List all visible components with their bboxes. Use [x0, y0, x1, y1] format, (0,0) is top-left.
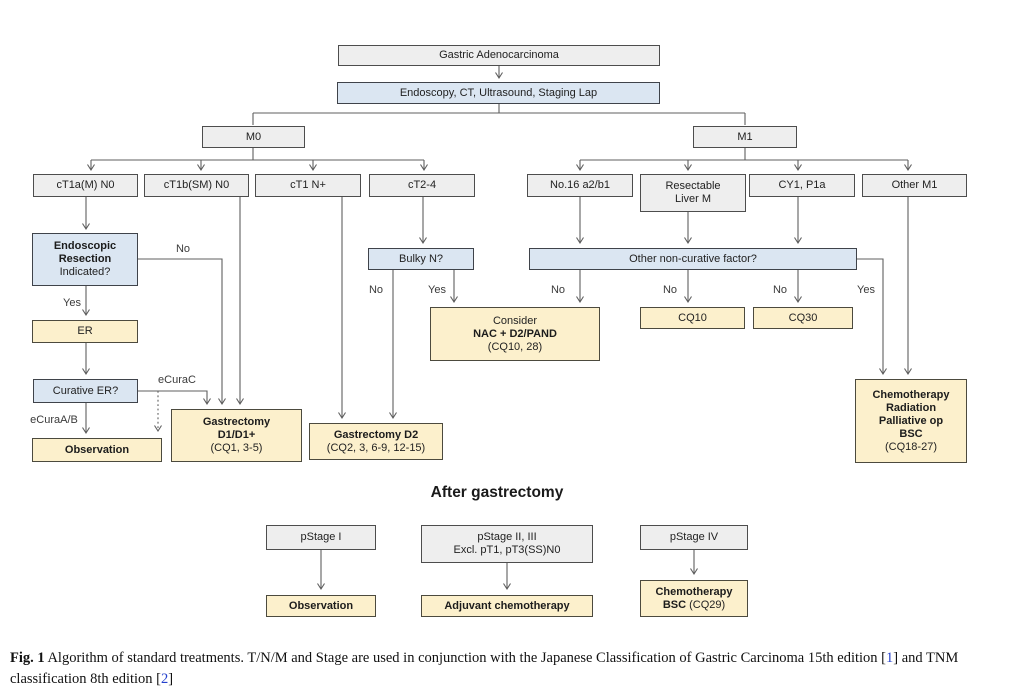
box-gastrectomy-d2-line2: (CQ2, 3, 6-9, 12-15)	[326, 441, 426, 454]
box-gastrectomy-d1-line3: (CQ1, 3-5)	[210, 442, 263, 454]
box-gastrectomy-d2: Gastrectomy D2 (CQ2, 3, 6-9, 12-15)	[309, 423, 443, 460]
box-chemotherapy-palliative-line5: (CQ18-27)	[885, 440, 937, 453]
box-endoscopic-resection-line1: Endoscopic	[53, 240, 117, 252]
box-cq30-label: CQ30	[788, 311, 818, 324]
box-observation-pstage-i-label: Observation	[288, 599, 354, 612]
box-pstage-ii-iii-line2: Excl. pT1, pT3(SS)N0	[453, 544, 561, 556]
box-cq10: CQ10	[640, 307, 745, 329]
box-ct1a-m-n0: cT1a(M) N0	[33, 174, 138, 197]
box-pstage-ii-iii-line1: pStage II, III	[477, 531, 537, 543]
box-consider-nac-line2: NAC + D2/PAND	[473, 327, 557, 340]
box-ct1b-sm-n0: cT1b(SM) N0	[144, 174, 249, 197]
box-er-label: ER	[77, 325, 93, 337]
box-cy1-p1a: CY1, P1a	[749, 174, 855, 197]
box-chemotherapy-palliative-line2: Radiation	[885, 401, 937, 414]
box-bulky-n-label: Bulky N?	[398, 252, 444, 265]
box-er: ER	[32, 320, 138, 343]
box-ct1b-sm-n0-label: cT1b(SM) N0	[163, 179, 230, 191]
box-ct2-4-label: cT2-4	[407, 179, 437, 191]
box-gastrectomy-d1-line2: D1/D1+	[217, 429, 256, 441]
edge-label-no-er: No	[175, 243, 191, 255]
figure-caption-number: Fig. 1	[10, 650, 45, 666]
edge-label-bulky-yes: Yes	[428, 284, 446, 296]
figure-caption-text3: ]	[168, 671, 174, 687]
box-m1: M1	[693, 126, 797, 148]
box-ct1a-m-n0-label: cT1a(M) N0	[56, 179, 115, 191]
reference-link-2[interactable]: 2	[161, 671, 169, 687]
box-gastrectomy-d1-line1: Gastrectomy	[202, 416, 271, 428]
box-no16-a2-b1-label: No.16 a2/b1	[550, 179, 610, 191]
box-gastric-adenocarcinoma: Gastric Adenocarcinoma	[338, 45, 660, 66]
box-chemotherapy-palliative-line1: Chemotherapy	[872, 388, 950, 401]
box-m0: M0	[202, 126, 305, 148]
after-gastrectomy-heading: After gastrectomy	[430, 484, 564, 501]
box-consider-nac-line3: (CQ10, 28)	[487, 340, 543, 353]
box-observation-er-label: Observation	[64, 443, 130, 456]
box-other-m1: Other M1	[862, 174, 967, 197]
box-gastrectomy-d1: Gastrectomy D1/D1+ (CQ1, 3-5)	[171, 409, 302, 462]
box-bulky-n: Bulky N?	[368, 248, 474, 270]
edge-label-oncf-no3: No	[772, 284, 788, 296]
figure-caption: Fig. 1 Algorithm of standard treatments.…	[10, 648, 1012, 688]
box-observation-pstage-i: Observation	[266, 595, 376, 617]
box-pstage-iv-label: pStage IV	[669, 531, 719, 543]
box-adjuvant-chemotherapy: Adjuvant chemotherapy	[421, 595, 593, 617]
box-m0-label: M0	[245, 130, 262, 143]
box-m1-label: M1	[737, 130, 753, 143]
box-workup-label: Endoscopy, CT, Ultrasound, Staging Lap	[399, 86, 598, 99]
box-chemotherapy-palliative-line4: BSC	[899, 427, 923, 440]
box-chemotherapy-bsc-line2-bold: BSC	[662, 598, 687, 611]
box-consider-nac-line1: Consider	[492, 314, 538, 327]
box-chemotherapy-palliative-line3: Palliative op	[878, 414, 944, 427]
box-curative-er: Curative ER?	[33, 379, 138, 403]
box-other-non-curative-factor: Other non-curative factor?	[529, 248, 857, 270]
box-ct2-4: cT2-4	[369, 174, 475, 197]
box-chemotherapy-bsc-line2-rest: (CQ29)	[686, 598, 726, 611]
figure-caption-text2: ] and TNM classification 8th edition [	[10, 650, 959, 687]
box-chemotherapy-palliative: Chemotherapy Radiation Palliative op BSC…	[855, 379, 967, 463]
box-cq30: CQ30	[753, 307, 853, 329]
box-gastrectomy-d2-line1: Gastrectomy D2	[333, 428, 419, 441]
edge-label-ecura-ab: eCuraA/B	[30, 414, 78, 426]
box-observation-er: Observation	[32, 438, 162, 462]
box-curative-er-label: Curative ER?	[52, 384, 119, 397]
edge-label-oncf-no1: No	[550, 284, 566, 296]
arrow-group	[82, 66, 912, 591]
box-consider-nac: Consider NAC + D2/PAND (CQ10, 28)	[430, 307, 600, 361]
box-endoscopic-resection-line2: Resection	[58, 253, 112, 265]
box-ct1-n-plus-label: cT1 N+	[290, 179, 326, 191]
edge-label-oncf-yes: Yes	[857, 284, 875, 296]
box-pstage-iv: pStage IV	[640, 525, 748, 550]
box-resectable-liver-m-line2: Liver M	[674, 193, 712, 205]
box-other-non-curative-factor-label: Other non-curative factor?	[629, 252, 757, 265]
box-adjuvant-chemotherapy-label: Adjuvant chemotherapy	[444, 599, 570, 612]
box-cy1-p1a-label: CY1, P1a	[778, 179, 826, 191]
box-ct1-n-plus: cT1 N+	[255, 174, 361, 197]
box-endoscopic-resection-indicated: Endoscopic Resection Indicated?	[32, 233, 138, 286]
box-chemotherapy-bsc-line1: Chemotherapy	[655, 585, 733, 598]
box-resectable-liver-m: Resectable Liver M	[640, 174, 746, 212]
box-gastric-adenocarcinoma-label: Gastric Adenocarcinoma	[439, 49, 559, 61]
reference-link-1[interactable]: 1	[885, 650, 894, 666]
box-workup: Endoscopy, CT, Ultrasound, Staging Lap	[337, 82, 660, 104]
edge-label-ecurac: eCuraC	[158, 374, 196, 386]
edge-label-oncf-no2: No	[662, 284, 678, 296]
box-endoscopic-resection-line3: Indicated?	[59, 266, 111, 278]
box-pstage-i-label: pStage I	[300, 531, 342, 543]
box-no16-a2-b1: No.16 a2/b1	[527, 174, 633, 197]
box-other-m1-label: Other M1	[891, 179, 938, 191]
box-chemotherapy-bsc-line2: BSC (CQ29)	[663, 599, 725, 612]
box-pstage-ii-iii: pStage II, III Excl. pT1, pT3(SS)N0	[421, 525, 593, 563]
edge-label-yes-er: Yes	[63, 297, 81, 309]
box-chemotherapy-bsc: Chemotherapy BSC (CQ29)	[640, 580, 748, 617]
box-resectable-liver-m-line1: Resectable	[665, 180, 721, 192]
box-pstage-i: pStage I	[266, 525, 376, 550]
edge-label-bulky-no: No	[368, 284, 384, 296]
box-cq10-label: CQ10	[678, 311, 707, 324]
figure-caption-text1: Algorithm of standard treatments. T/N/M …	[44, 650, 886, 666]
